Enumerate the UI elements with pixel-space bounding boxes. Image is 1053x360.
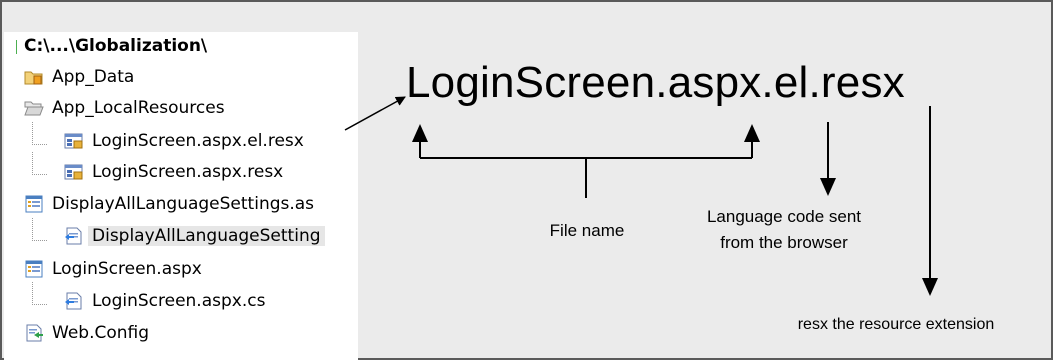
solution-explorer-tree (4, 32, 358, 360)
tree-item-label: DisplayAllLanguageSetting (88, 226, 325, 246)
tree-item-label: App_Data (52, 67, 135, 87)
tree-to-filename-arrow (344, 96, 406, 131)
cs-code-icon (65, 292, 82, 310)
tree-item-label: LoginScreen.aspx.resx (92, 162, 284, 182)
tree-item-loginscreen-resx[interactable]: LoginScreen.aspx.resx (64, 157, 354, 187)
tree-connector (32, 218, 47, 241)
tree-item-web-config[interactable]: Web.Config (24, 318, 354, 348)
tree-connector (32, 122, 47, 145)
resx-file-icon (64, 164, 83, 180)
language-code-label-line2: from the browser (720, 233, 848, 252)
tree-item-label: LoginScreen.aspx (52, 259, 202, 279)
file-name-label: File name (549, 221, 625, 240)
open-folder-icon (24, 101, 44, 116)
tree-item-label: Web.Config (52, 323, 150, 343)
tree-item-app-local-resources[interactable]: App_LocalResources (24, 93, 354, 123)
tree-connector (32, 282, 47, 305)
language-code-label-line1: Language code sent (706, 207, 862, 226)
resx-file-icon (64, 133, 83, 149)
tree-item-label: DisplayAllLanguageSettings.as (52, 194, 315, 214)
tree-item-displayalllanguagesettings-cs[interactable]: DisplayAllLanguageSetting (64, 221, 358, 251)
tree-item-loginscreen-aspx[interactable]: LoginScreen.aspx (24, 254, 354, 284)
tree-item-app-data[interactable]: App_Data (24, 62, 354, 92)
tree-item-displayalllanguagesettings-aspx[interactable]: DisplayAllLanguageSettings.as (24, 189, 358, 219)
tree-connector (32, 152, 47, 175)
aspx-page-icon (25, 195, 43, 213)
extension-label: resx the resource extension (797, 316, 995, 333)
tree-item-label: LoginScreen.aspx.el.resx (92, 131, 304, 151)
cs-code-icon (65, 227, 82, 245)
language-code-arrowhead (820, 178, 836, 196)
tree-item-label: LoginScreen.aspx.cs (92, 291, 266, 311)
filename-breakdown-title: LoginScreen.aspx.el.resx (406, 58, 905, 107)
config-file-icon (26, 324, 43, 342)
extension-arrowhead (922, 278, 938, 296)
bracket-left-arrowhead (412, 124, 428, 142)
aspx-page-icon (25, 260, 43, 278)
tree-item-label: App_LocalResources (52, 98, 225, 118)
tree-root-folder[interactable]: C:\...\Globalization\ (24, 36, 208, 56)
tree-item-loginscreen-el-resx[interactable]: LoginScreen.aspx.el.resx (64, 126, 354, 156)
tree-item-loginscreen-aspx-cs[interactable]: LoginScreen.aspx.cs (64, 286, 354, 316)
bracket-right-arrowhead (744, 124, 760, 142)
tree-root-marker (16, 40, 17, 54)
folder-icon (24, 71, 43, 85)
